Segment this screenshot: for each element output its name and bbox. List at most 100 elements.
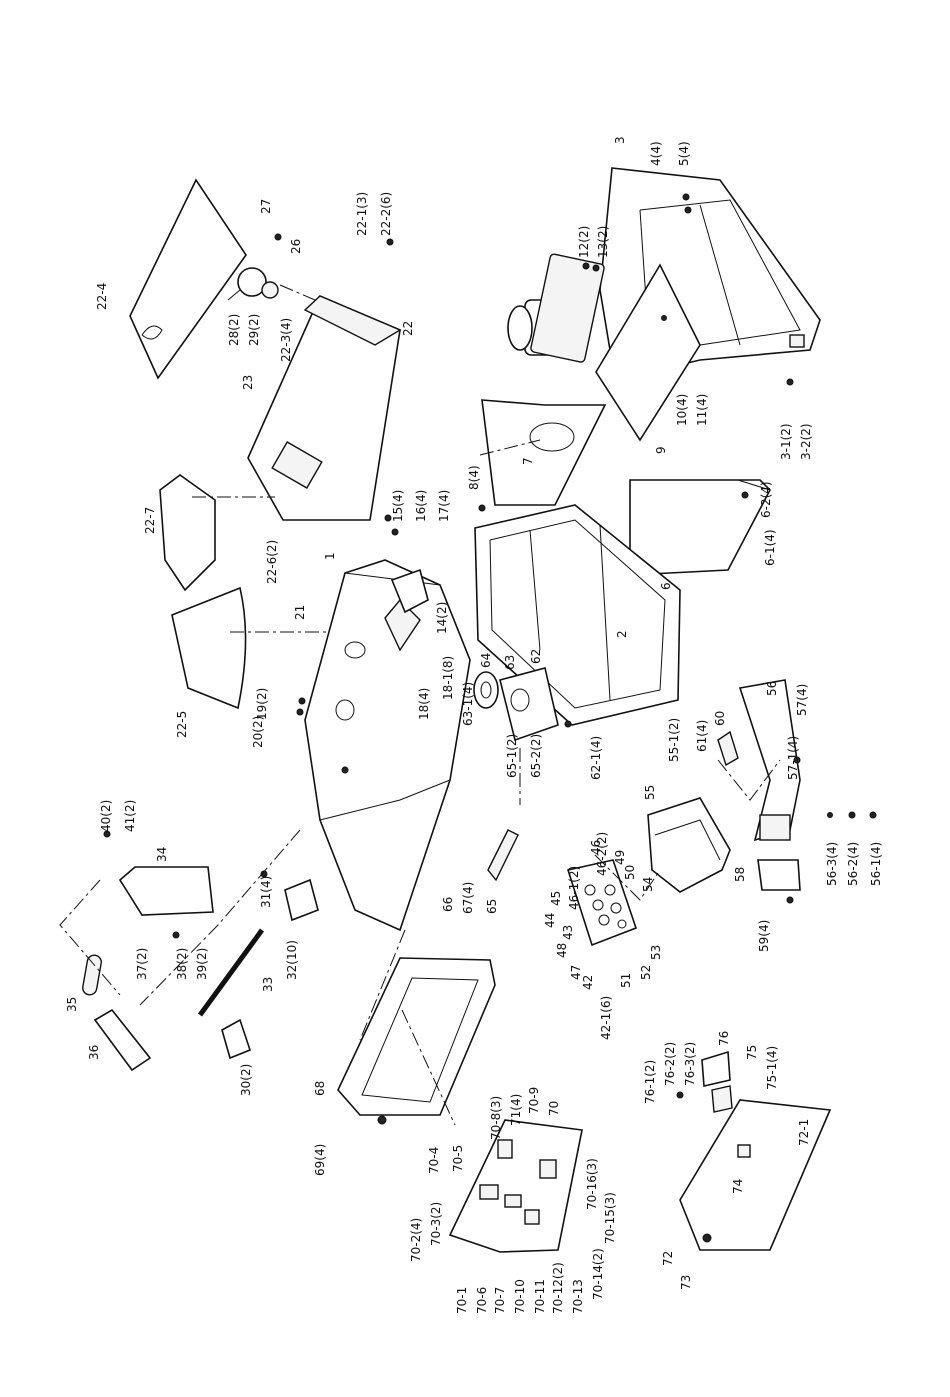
part-26-crank-assembly [227, 267, 279, 301]
label-13-2: 13(2) [596, 226, 610, 258]
label-48: 48 [555, 943, 569, 958]
assembly-lines [59, 284, 781, 1126]
label-22-4: 22-4 [95, 283, 109, 310]
label-9: 9 [654, 446, 668, 454]
part-22-7-chute [159, 474, 216, 592]
label-71: 71(4) [509, 1094, 523, 1126]
label-42: 42 [581, 975, 595, 990]
part-55-control-box [647, 797, 731, 893]
label-65-1: 65-1(2) [505, 734, 519, 778]
label-70-5: 70-5 [451, 1145, 465, 1172]
label-14: 14(2) [435, 602, 449, 634]
label-62-1: 62-1(4) [589, 736, 603, 780]
label-69: 69(4) [313, 1144, 327, 1176]
label-3-2: 3-2(2) [799, 423, 813, 460]
label-37: 37(2) [135, 948, 149, 980]
label-70-14: 70-14(2) [591, 1248, 605, 1300]
part-62-cover-box [499, 667, 559, 742]
label-65: 65 [485, 899, 499, 914]
label-72: 72 [661, 1251, 675, 1266]
label-68: 68 [313, 1081, 327, 1096]
label-56-3: 56-3(4) [825, 842, 839, 886]
part-70-electrical-board [448, 1119, 583, 1253]
label-6: 6 [659, 582, 673, 590]
label-17: 17(4) [437, 490, 451, 522]
callout-labels: 3 4(4) 5(4) 12(2) 13(2) 10(4) 11(4) 9 3-… [65, 136, 883, 1314]
label-12-2: 12(2) [577, 226, 591, 258]
label-8-4: 8(4) [467, 465, 481, 490]
part-76-hinge [701, 1050, 733, 1113]
part-22-4-lid [129, 178, 247, 380]
label-18-1: 18-1(8) [441, 656, 455, 700]
label-19: 19(2) [255, 688, 269, 720]
label-70-4: 70-4 [427, 1147, 441, 1174]
label-70-15: 70-15(3) [603, 1192, 617, 1244]
label-23: 23 [241, 375, 255, 390]
label-36: 36 [87, 1045, 101, 1060]
label-64: 64 [479, 653, 493, 668]
label-43: 43 [561, 925, 575, 940]
label-52: 52 [639, 965, 653, 980]
label-70-1: 70-1 [455, 1287, 469, 1314]
part-2-base-frame [474, 504, 681, 726]
part-60-hinge [717, 730, 739, 767]
label-61: 61(4) [695, 720, 709, 752]
label-50: 50 [623, 865, 637, 880]
label-38: 38(2) [175, 948, 189, 980]
label-3-1: 3-1(2) [779, 423, 793, 460]
label-51: 51 [619, 973, 633, 988]
label-70-10: 70-10 [513, 1279, 527, 1314]
label-46-1: 46-1(2) [567, 866, 581, 910]
label-56: 56 [765, 681, 779, 696]
label-63: 63 [503, 655, 517, 670]
label-56-1: 56-1(4) [869, 842, 883, 886]
label-75-1: 75-1(4) [765, 1046, 779, 1090]
label-70-3: 70-3(2) [429, 1202, 443, 1246]
part-14-bracket [390, 568, 429, 614]
label-32: 32(10) [285, 940, 299, 980]
label-55: 55 [643, 785, 657, 800]
label-46: 46 [589, 840, 603, 855]
label-63-1: 63-1(4) [461, 682, 475, 726]
label-76-1: 76-1(2) [643, 1060, 657, 1104]
label-28: 28(2) [227, 314, 241, 346]
label-59: 59(4) [757, 920, 771, 952]
part-7-plate [481, 399, 607, 506]
label-47: 47 [569, 965, 583, 980]
label-70-16: 70-16(3) [585, 1158, 599, 1210]
label-70-13: 70-13 [571, 1279, 585, 1314]
part-72-door-panel [679, 1099, 832, 1251]
label-70-12: 70-12(2) [551, 1262, 565, 1314]
label-73: 73 [679, 1275, 693, 1290]
part-65-bracket [487, 829, 519, 882]
part-42-control-panel [566, 859, 638, 947]
label-30: 30(2) [239, 1064, 253, 1096]
part-35-roller [82, 954, 102, 996]
label-70-7: 70-7 [493, 1287, 507, 1314]
label-4-4: 4(4) [649, 141, 663, 166]
label-5-4: 5(4) [677, 141, 691, 166]
label-44: 44 [543, 913, 557, 928]
label-57-1: 57-1(4) [786, 736, 800, 780]
label-41: 41(2) [123, 800, 137, 832]
label-65-2: 65-2(2) [529, 734, 543, 778]
label-70-2: 70-2(4) [409, 1218, 423, 1262]
label-31: 31(4) [259, 876, 273, 908]
label-70-6: 70-6 [475, 1287, 489, 1314]
label-70: 70 [547, 1101, 561, 1116]
label-54: 54 [641, 877, 655, 892]
part-56-housing [738, 679, 801, 842]
label-11-4: 11(4) [695, 394, 709, 426]
label-2: 2 [615, 630, 629, 638]
label-27: 27 [259, 199, 273, 214]
label-34: 34 [155, 847, 169, 862]
label-76: 76 [717, 1031, 731, 1046]
label-66: 66 [441, 897, 455, 912]
label-35: 35 [65, 997, 79, 1012]
label-53: 53 [649, 945, 663, 960]
part-34-plate [118, 866, 214, 916]
label-10-4: 10(4) [675, 394, 689, 426]
label-15: 15(4) [391, 490, 405, 522]
label-55-1: 55-1(2) [667, 718, 681, 762]
label-57: 57(4) [795, 684, 809, 716]
